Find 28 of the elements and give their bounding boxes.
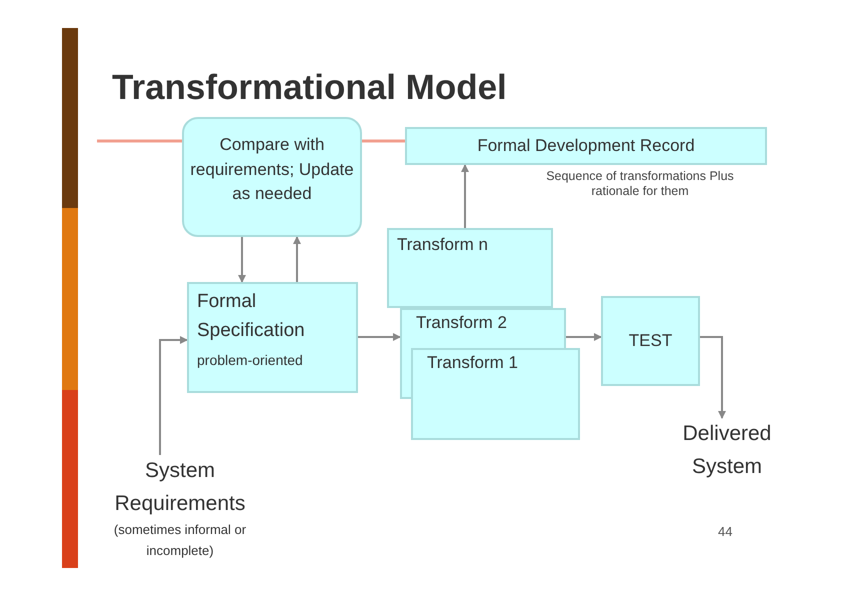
- process-box: [187, 282, 358, 393]
- box-label: Formal Development Record: [476, 135, 696, 157]
- endpoint-label: System Requirements: [114, 458, 246, 517]
- arrow: [293, 236, 301, 282]
- arrow: [566, 333, 602, 341]
- transform-box: [411, 348, 580, 440]
- arrow: [358, 333, 401, 341]
- box-label: Transform n: [397, 234, 490, 256]
- transform-box: [400, 308, 566, 348]
- arrow: [700, 336, 726, 419]
- box-label: TEST: [628, 330, 672, 352]
- box-label: Compare with requirements; Update as needed: [189, 134, 355, 206]
- arrow: [238, 237, 246, 283]
- test-box: [601, 296, 700, 386]
- annotation-text: Sequence of transformations Plus rationale for them: [545, 169, 735, 199]
- subtitle-text: problem-oriented: [197, 351, 304, 370]
- slide-title: Transformational Model: [112, 68, 507, 108]
- process-box: [182, 117, 362, 237]
- page-number: 44: [718, 524, 732, 539]
- record-box: [405, 127, 767, 165]
- transform-box: [387, 228, 553, 308]
- arrow: [159, 336, 188, 455]
- arrow: [461, 164, 469, 228]
- box-label: Formal Specification: [197, 290, 306, 342]
- endpoint-label: Delivered System: [682, 421, 772, 480]
- note-text: (sometimes informal or incomplete): [112, 521, 248, 560]
- box-label: Transform 2: [416, 312, 508, 334]
- box-label: Transform 1: [427, 352, 520, 374]
